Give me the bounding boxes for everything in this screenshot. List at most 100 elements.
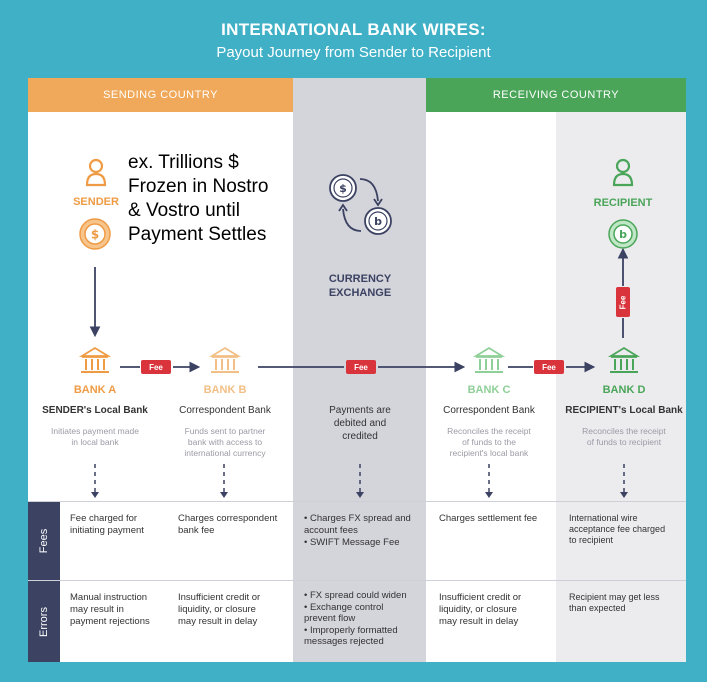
error-b-line-3: may result in delay [178,616,258,627]
bank-c-description: Reconciles the receipt of funds to the r… [429,426,549,459]
bank-b-desc-line-2: bank with access to [187,437,263,447]
error-c-line-3: may result in delay [439,616,519,627]
fee-d-line-2: acceptance fee charged [569,524,666,534]
bank-d-name: BANK D [602,384,646,396]
fee-cell-bank-d: International wire acceptance fee charge… [569,513,679,546]
svg-text:b: b [374,215,382,228]
fee-b-line-1: Charges correspondent [178,513,278,524]
bank-b-role: Correspondent Bank [179,405,271,416]
fees-label-text: Fees [38,528,50,554]
recipient-coin-icon: b [608,219,638,249]
error-center-line-2: • Exchange control [304,601,384,613]
error-cell-bank-d: Recipient may get less than expected [569,592,679,614]
bank-b-description: Funds sent to partner bank with access t… [165,426,285,459]
fees-row-label: Fees [28,502,60,580]
center-desc-line-2: debited and [333,418,387,429]
fee-center-line-1: • Charges FX spread and [304,513,411,524]
sending-country-band: SENDING COUNTRY [28,78,293,112]
bank-c-desc-line-1: Reconciles the receipt [447,426,531,436]
fee-d-line-1: International wire [569,513,638,523]
error-d-line-2: than expected [569,603,626,613]
bank-d-description: Reconciles the receipt of funds to recip… [564,426,684,448]
fee-center-line-2: account fees [304,525,358,536]
fee-a-line-2: initiating payment [70,525,144,536]
errors-label-text: Errors [37,606,50,637]
bank-a-role: SENDER's Local Bank [42,405,148,416]
error-cell-bank-c: Insufficient credit or liquidity, or clo… [439,592,549,628]
fee-b-line-2: bank fee [178,525,215,536]
dollar-coin-icon: $ [79,218,111,250]
header-subtitle: Payout Journey from Sender to Recipient [216,44,491,61]
fees-row-divider [28,501,686,502]
center-description: Payments are debited and credited [300,404,420,443]
receiving-country-band: RECEIVING COUNTRY [426,78,686,112]
fee-badge-a-b: Fee [141,360,171,374]
error-a-line-3: payment rejections [70,616,150,627]
svg-text:b: b [619,228,627,241]
note-line-2: Frozen in Nostro [128,176,269,197]
bank-a-desc-line-1: Initiates payment made [51,426,139,436]
bank-b-desc-line-3: international currency [184,448,266,458]
error-center-line-3: prevent flow [304,613,356,624]
error-cell-bank-a: Manual instruction may result in payment… [70,592,165,628]
bank-c-desc-line-3: recipient's local bank [449,448,529,458]
error-cell-bank-b: Insufficient credit or liquidity, or clo… [178,592,288,628]
note-line-3: & Vostro until [128,200,240,221]
header-title: INTERNATIONAL BANK WIRES: [221,20,486,39]
error-c-line-2: liquidity, or closure [439,604,517,615]
bank-a-icon [78,346,112,373]
bank-c-role: Correspondent Bank [443,405,535,416]
sender-person-icon [85,158,107,187]
fee-c-line-1: Charges settlement fee [439,513,538,524]
error-center-line-5: messages rejected [304,636,384,647]
fee-a-line-1: Fee charged for [70,513,138,524]
fee-cell-bank-b: Charges correspondent bank fee [178,513,288,537]
center-desc-line-3: credited [342,431,378,442]
center-desc-line-1: Payments are [329,405,391,416]
error-cell-exchange: • FX spread could widen • Exchange contr… [304,590,426,648]
fee-d-line-3: to recipient [569,535,614,545]
error-b-line-1: Insufficient credit or [178,592,261,603]
bank-c-desc-line-2: of funds to the [462,437,516,447]
bank-b-desc-line-1: Funds sent to partner [184,426,266,436]
svg-text:$: $ [339,182,347,195]
note-line-1: ex. Trillions $ [128,152,239,173]
exchange-line-2: EXCHANGE [328,287,392,299]
errors-row-label: Errors [28,581,60,662]
fee-badge-exchange: Fee [346,360,376,374]
error-d-line-1: Recipient may get less [569,592,660,602]
error-center-line-4: • Improperly formatted [304,624,398,636]
currency-exchange-label: CURRENCY EXCHANGE [308,272,412,300]
bank-d-desc-line-1: Reconciles the receipt [582,426,666,436]
svg-text:$: $ [91,228,99,242]
annotation-note: ex. Trillions $ Frozen in Nostro & Vostr… [128,151,268,247]
error-center-line-1: • FX spread could widen [304,590,407,601]
bank-d-role: RECIPIENT's Local Bank [565,405,683,416]
recipient-person-icon [612,158,634,187]
recipient-label: RECIPIENT [593,197,653,209]
fee-cell-exchange: • Charges FX spread and account fees • S… [304,513,426,549]
error-b-line-2: liquidity, or closure [178,604,256,615]
exchange-line-1: CURRENCY [328,273,392,285]
bank-a-description: Initiates payment made in local bank [35,426,155,448]
flow-arrows [89,247,629,498]
bank-a-name: BANK A [73,384,117,396]
fee-vertical-text: Fee [618,295,628,309]
error-c-line-1: Insufficient credit or [439,592,522,603]
bank-d-desc-line-2: of funds to recipient [586,437,662,447]
bank-c-name: BANK C [467,384,511,396]
fee-cell-bank-c: Charges settlement fee [439,513,549,525]
diagram-panel: SENDING COUNTRY RECEIVING COUNTRY [28,78,686,662]
bank-a-desc-line-2: in local bank [71,437,119,447]
bank-d-icon [607,346,641,373]
bank-b-icon [208,346,242,373]
fee-center-line-3: • SWIFT Message Fee [304,537,400,548]
fee-cell-bank-a: Fee charged for initiating payment [70,513,165,537]
errors-row-divider [28,580,686,581]
sender-label: SENDER [73,196,119,208]
currency-exchange-icon: $ b [329,174,392,235]
fee-badge-c-d: Fee [534,360,564,374]
error-a-line-2: may result in [70,604,124,615]
bank-c-icon [472,346,506,373]
bank-b-name: BANK B [203,384,247,396]
